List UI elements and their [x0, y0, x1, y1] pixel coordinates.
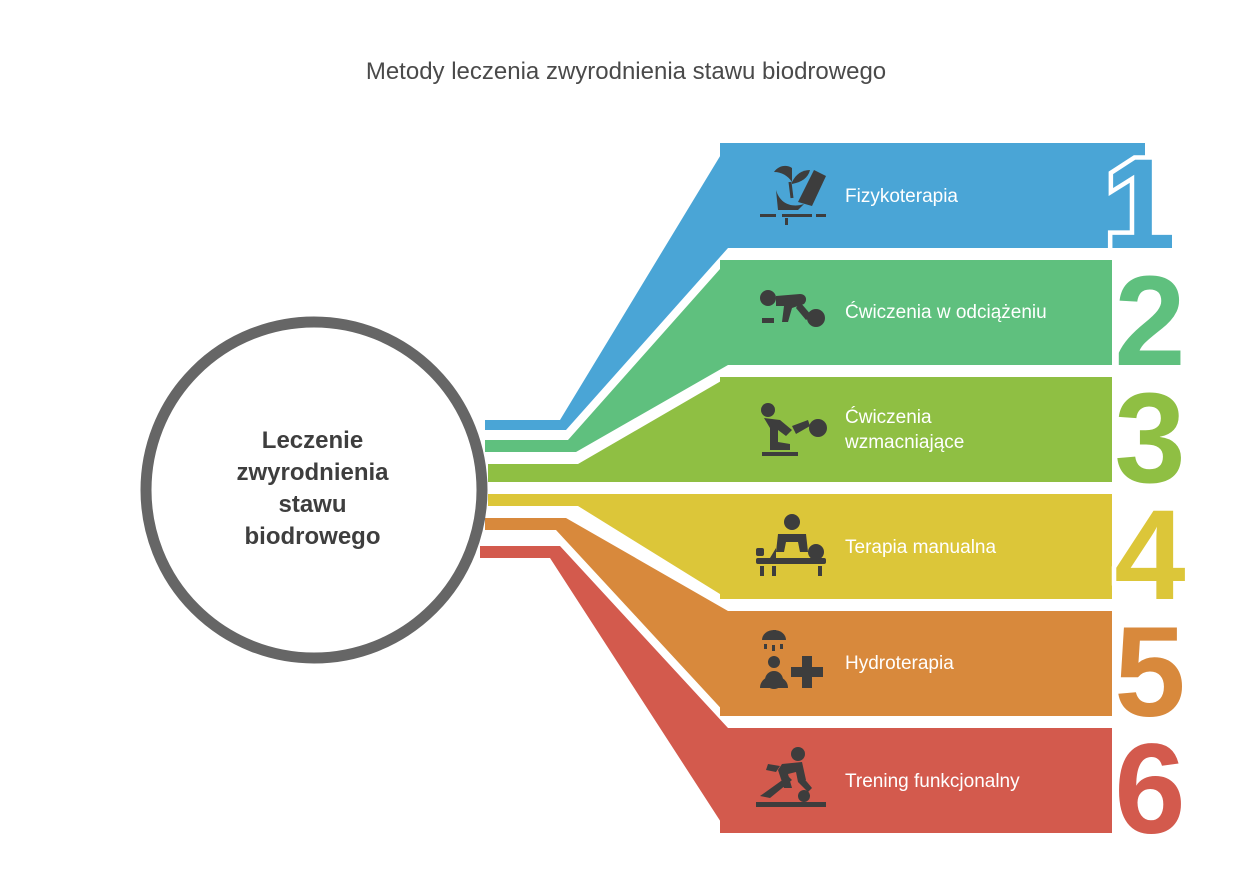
bands	[720, 143, 1145, 833]
hub-circle	[140, 316, 488, 664]
band-5	[720, 611, 1112, 716]
massage-therapy-icon	[756, 514, 826, 576]
item-label-2: Ćwiczenia w odciążeniu	[845, 302, 1047, 323]
number-6: 6	[1114, 718, 1185, 861]
number-3: 3	[1114, 367, 1185, 510]
item-label-4: Terapia manualna	[845, 537, 997, 558]
item-label-5: Hydroterapia	[845, 653, 954, 674]
item-label-6: Trening funkcjonalny	[845, 771, 1020, 792]
hub-line: Leczenie	[261, 427, 364, 454]
connector-4	[488, 494, 728, 599]
connectors	[480, 143, 728, 833]
connector-3	[488, 377, 728, 482]
connector-6	[480, 546, 728, 833]
crawling-exercise-icon	[760, 290, 825, 327]
hub-line: stawu	[278, 491, 347, 518]
number-1: 1	[1104, 133, 1175, 276]
hub-label: Leczenie zwyrodnienia stawu biodrowego	[205, 425, 420, 553]
strength-exercise-icon	[761, 403, 827, 456]
number-4: 4	[1114, 484, 1185, 627]
connector-2	[485, 260, 728, 452]
exercise-bike-icon	[756, 747, 826, 807]
number-2: 2	[1114, 250, 1185, 393]
item-label-3: Ćwiczenia wzmacniające	[845, 407, 965, 453]
shower-medical-icon	[760, 630, 823, 689]
item-label-1: Fizykoterapia	[845, 186, 958, 207]
hub-line: zwyrodnienia	[236, 459, 389, 486]
connector-1	[485, 143, 728, 430]
hub-line: biodrowego	[244, 523, 381, 550]
diagram-title: Metody leczenia zwyrodnienia stawu biodr…	[365, 58, 887, 85]
band-4	[720, 494, 1112, 599]
plant-mortar-icon	[760, 165, 826, 225]
number-5: 5	[1114, 601, 1185, 744]
connector-5	[485, 518, 728, 716]
